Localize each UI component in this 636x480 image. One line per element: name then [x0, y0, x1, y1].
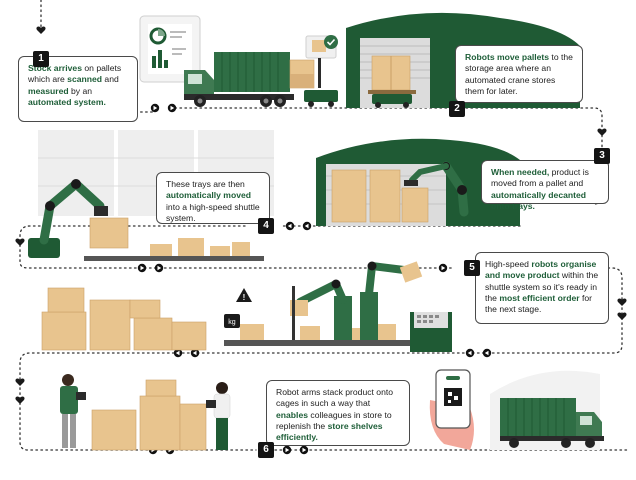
callout-bold-text: most efficient order [499, 293, 580, 304]
callout-bold-text: store shelves efficiently. [276, 421, 383, 443]
flow-heart-markers [15, 26, 627, 404]
step-5-callout: High-speed robots organise and move prod… [475, 252, 609, 324]
tray-conveyor [84, 238, 264, 261]
colleague-female [206, 382, 231, 450]
callout-text: by an [68, 85, 93, 96]
scan-clipboard-illustration [139, 15, 201, 83]
step-6-callout: Robot arms stack product onto cages in s… [266, 380, 410, 446]
stacked-product-boxes [41, 287, 207, 351]
callout-bold-text: When needed, [491, 167, 550, 177]
callout-bold-text: automatically decanted onto trays. [491, 189, 587, 212]
callout-text: and [102, 74, 119, 85]
callout-bold-text: enables [276, 409, 309, 420]
tray-robot-arm [28, 179, 129, 258]
scan-checkmark-screen [305, 35, 338, 88]
callout-bold-text: automated system. [28, 97, 106, 108]
warning-symbol: ! [243, 293, 246, 302]
step-6-badge: 6 [258, 442, 274, 458]
callout-bold-text: scanned [67, 74, 103, 85]
weighing-scale: kg ! [224, 288, 252, 328]
callout-bold-text: measured [28, 85, 69, 96]
shuttle-system [224, 261, 452, 352]
step-2-callout: Robots move pallets to the storage area … [455, 45, 583, 103]
step-4-badge: 4 [258, 218, 274, 234]
step-5-badge: 5 [464, 260, 480, 276]
inbound-truck [184, 52, 315, 107]
callout-text: within the shuttle system so it's ready … [485, 270, 599, 304]
callout-text: for the next stage. [485, 293, 592, 315]
step-2-badge: 2 [449, 101, 465, 117]
callout-text: on pallets which are [28, 63, 122, 85]
step-1-badge: 1 [33, 51, 49, 67]
decanting-robot-arm [404, 161, 478, 226]
step-1-callout: Stock arrives on pallets which are scann… [18, 56, 138, 122]
callout-text: colleagues in store to replenish the [276, 409, 392, 432]
callout-text: These trays are then [166, 179, 245, 189]
callout-text: to the storage area where an automated c… [465, 52, 573, 97]
callout-bold-text: robots organise and move product [485, 259, 597, 281]
callout-text: product is moved from a pallet and [491, 167, 589, 189]
callout-bold-text: Robots move pallets [465, 52, 550, 62]
outbound-truck [490, 370, 604, 450]
step-4-callout: These trays are then automatically moved… [156, 172, 270, 224]
step-3-badge: 3 [594, 148, 610, 164]
step-3-callout: When needed, product is moved from a pal… [481, 160, 609, 211]
scale-label: kg [228, 319, 236, 326]
callout-bold-text: Stock arrives [28, 63, 82, 73]
callout-bold-text: automatically moved [166, 190, 252, 201]
colleague-male [60, 374, 86, 448]
mobile-phone [429, 369, 474, 450]
pallet-robot [304, 90, 338, 107]
callout-text: into a high-speed shuttle system. [166, 201, 260, 224]
callout-text: Robot arms stack product onto cages in s… [276, 387, 394, 409]
callout-text: High-speed [485, 259, 532, 269]
cage-boxes [91, 379, 207, 451]
